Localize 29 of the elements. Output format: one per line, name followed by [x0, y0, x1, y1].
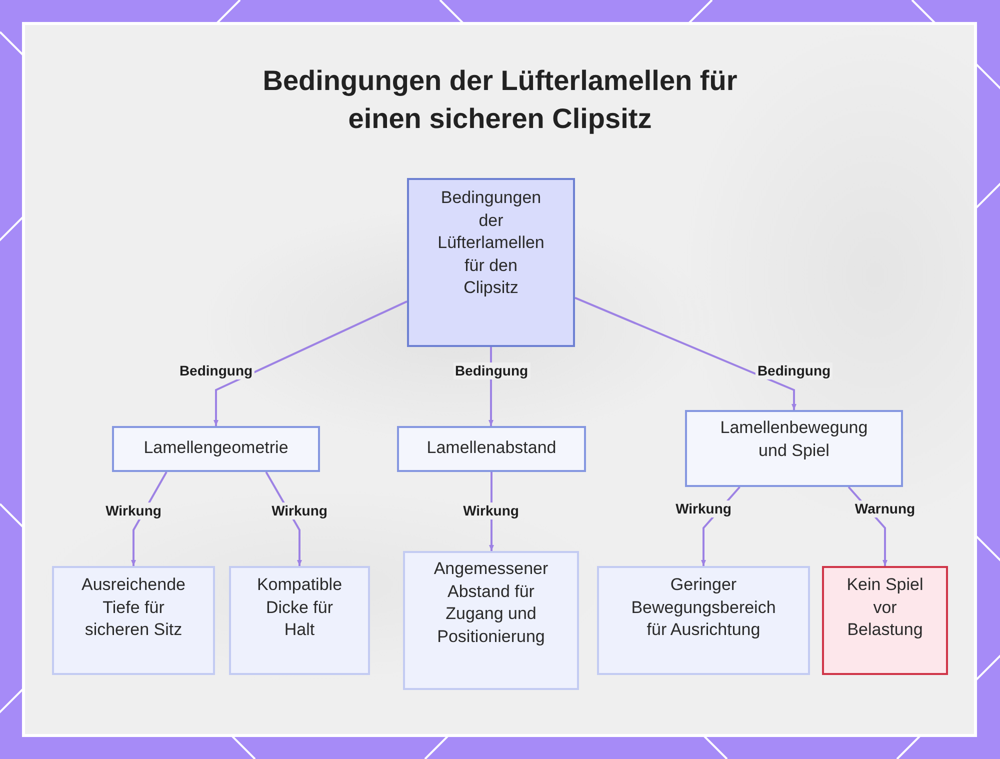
connector-arrow: [574, 296, 796, 410]
edge-label: Wirkung: [461, 502, 521, 520]
edge-label: Wirkung: [104, 502, 164, 520]
node-label: Lamellengeometrie: [144, 437, 288, 459]
category-box: [397, 426, 586, 472]
node-label: Ausreichende Tiefe für sicheren Sitz: [80, 574, 186, 641]
effect-box: [229, 566, 370, 675]
node-label: Geringer Bewegungsbereich für Ausrichtung: [630, 574, 777, 641]
effect-box: [52, 566, 215, 675]
edge-label: Wirkung: [674, 500, 734, 518]
diagram-title: Bedingungen der Lüfterlamellen für einen sicheren Clipsitz: [262, 64, 738, 136]
topic-box: [407, 178, 575, 347]
edge-label: Bedingung: [755, 362, 833, 380]
effect-box: [403, 551, 579, 690]
node-label: Angemessener Abstand für Zugang und Positionierung: [432, 558, 550, 648]
category-box: [112, 426, 320, 472]
edge-label: Bedingung: [452, 362, 530, 380]
node-label: Kein Spiel vor Belastung: [846, 574, 924, 641]
warning-box: [822, 566, 948, 675]
node-label: Kompatible Dicke für Halt: [256, 574, 344, 641]
connector-arrow: [214, 300, 408, 426]
edge-label: Wirkung: [270, 502, 330, 520]
edge-label: Bedingung: [177, 362, 255, 380]
node-label: Lamellenbewegung und Spiel: [719, 417, 869, 462]
edge-label: Warnung: [852, 500, 918, 518]
node-label: Lamellenabstand: [426, 437, 556, 459]
node-label: Bedingungen der Lüfterlamellen für den Clipsitz: [436, 187, 546, 299]
category-box: [685, 410, 903, 487]
effect-box: [597, 566, 810, 675]
